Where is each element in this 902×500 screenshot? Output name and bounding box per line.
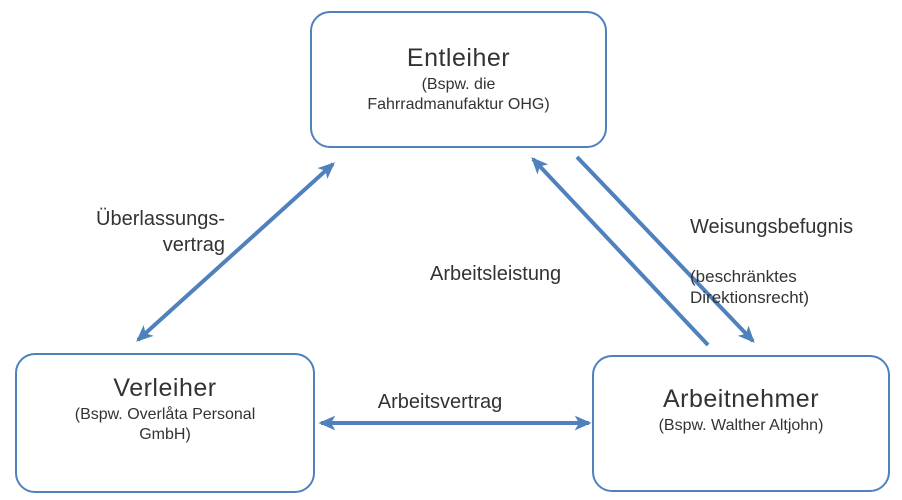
label-weisungsbefugnis-main: Weisungsbefugnis <box>690 216 854 238</box>
node-verleiher-subtitle: (Bspw. Overlåta Personal GmbH) <box>74 406 256 443</box>
label-weisungsbefugnis: Weisungsbefugnis (beschränktes Direktion… <box>690 191 900 332</box>
node-entleiher-subtitle: (Bspw. die Fahrradmanufaktur OHG) <box>367 76 550 113</box>
node-entleiher-title: Entleiher <box>406 44 511 72</box>
arrow-weisungsbefugnis <box>575 155 755 343</box>
label-weisungsbefugnis-sub: (beschränktes Direktionsrecht) <box>690 267 810 307</box>
arrow-arbeitsleistung <box>531 157 710 347</box>
node-verleiher-title: Verleiher <box>113 374 217 402</box>
arrow-ueberlassungsvertrag <box>136 162 335 342</box>
node-entleiher: Entleiher (Bspw. die Fahrradmanufaktur O… <box>310 11 607 148</box>
node-arbeitnehmer-title: Arbeitnehmer <box>662 385 820 413</box>
node-arbeitnehmer-subtitle: (Bspw. Walther Altjohn) <box>658 417 824 434</box>
label-arbeitsleistung: Arbeitsleistung <box>430 263 562 285</box>
label-arbeitsvertrag: Arbeitsvertrag <box>377 391 503 413</box>
node-arbeitnehmer: Arbeitnehmer (Bspw. Walther Altjohn) <box>592 355 890 492</box>
label-ueberlassungsvertrag: Überlassungs- vertrag <box>96 208 225 256</box>
node-verleiher: Verleiher (Bspw. Overlåta Personal GmbH) <box>15 353 315 493</box>
